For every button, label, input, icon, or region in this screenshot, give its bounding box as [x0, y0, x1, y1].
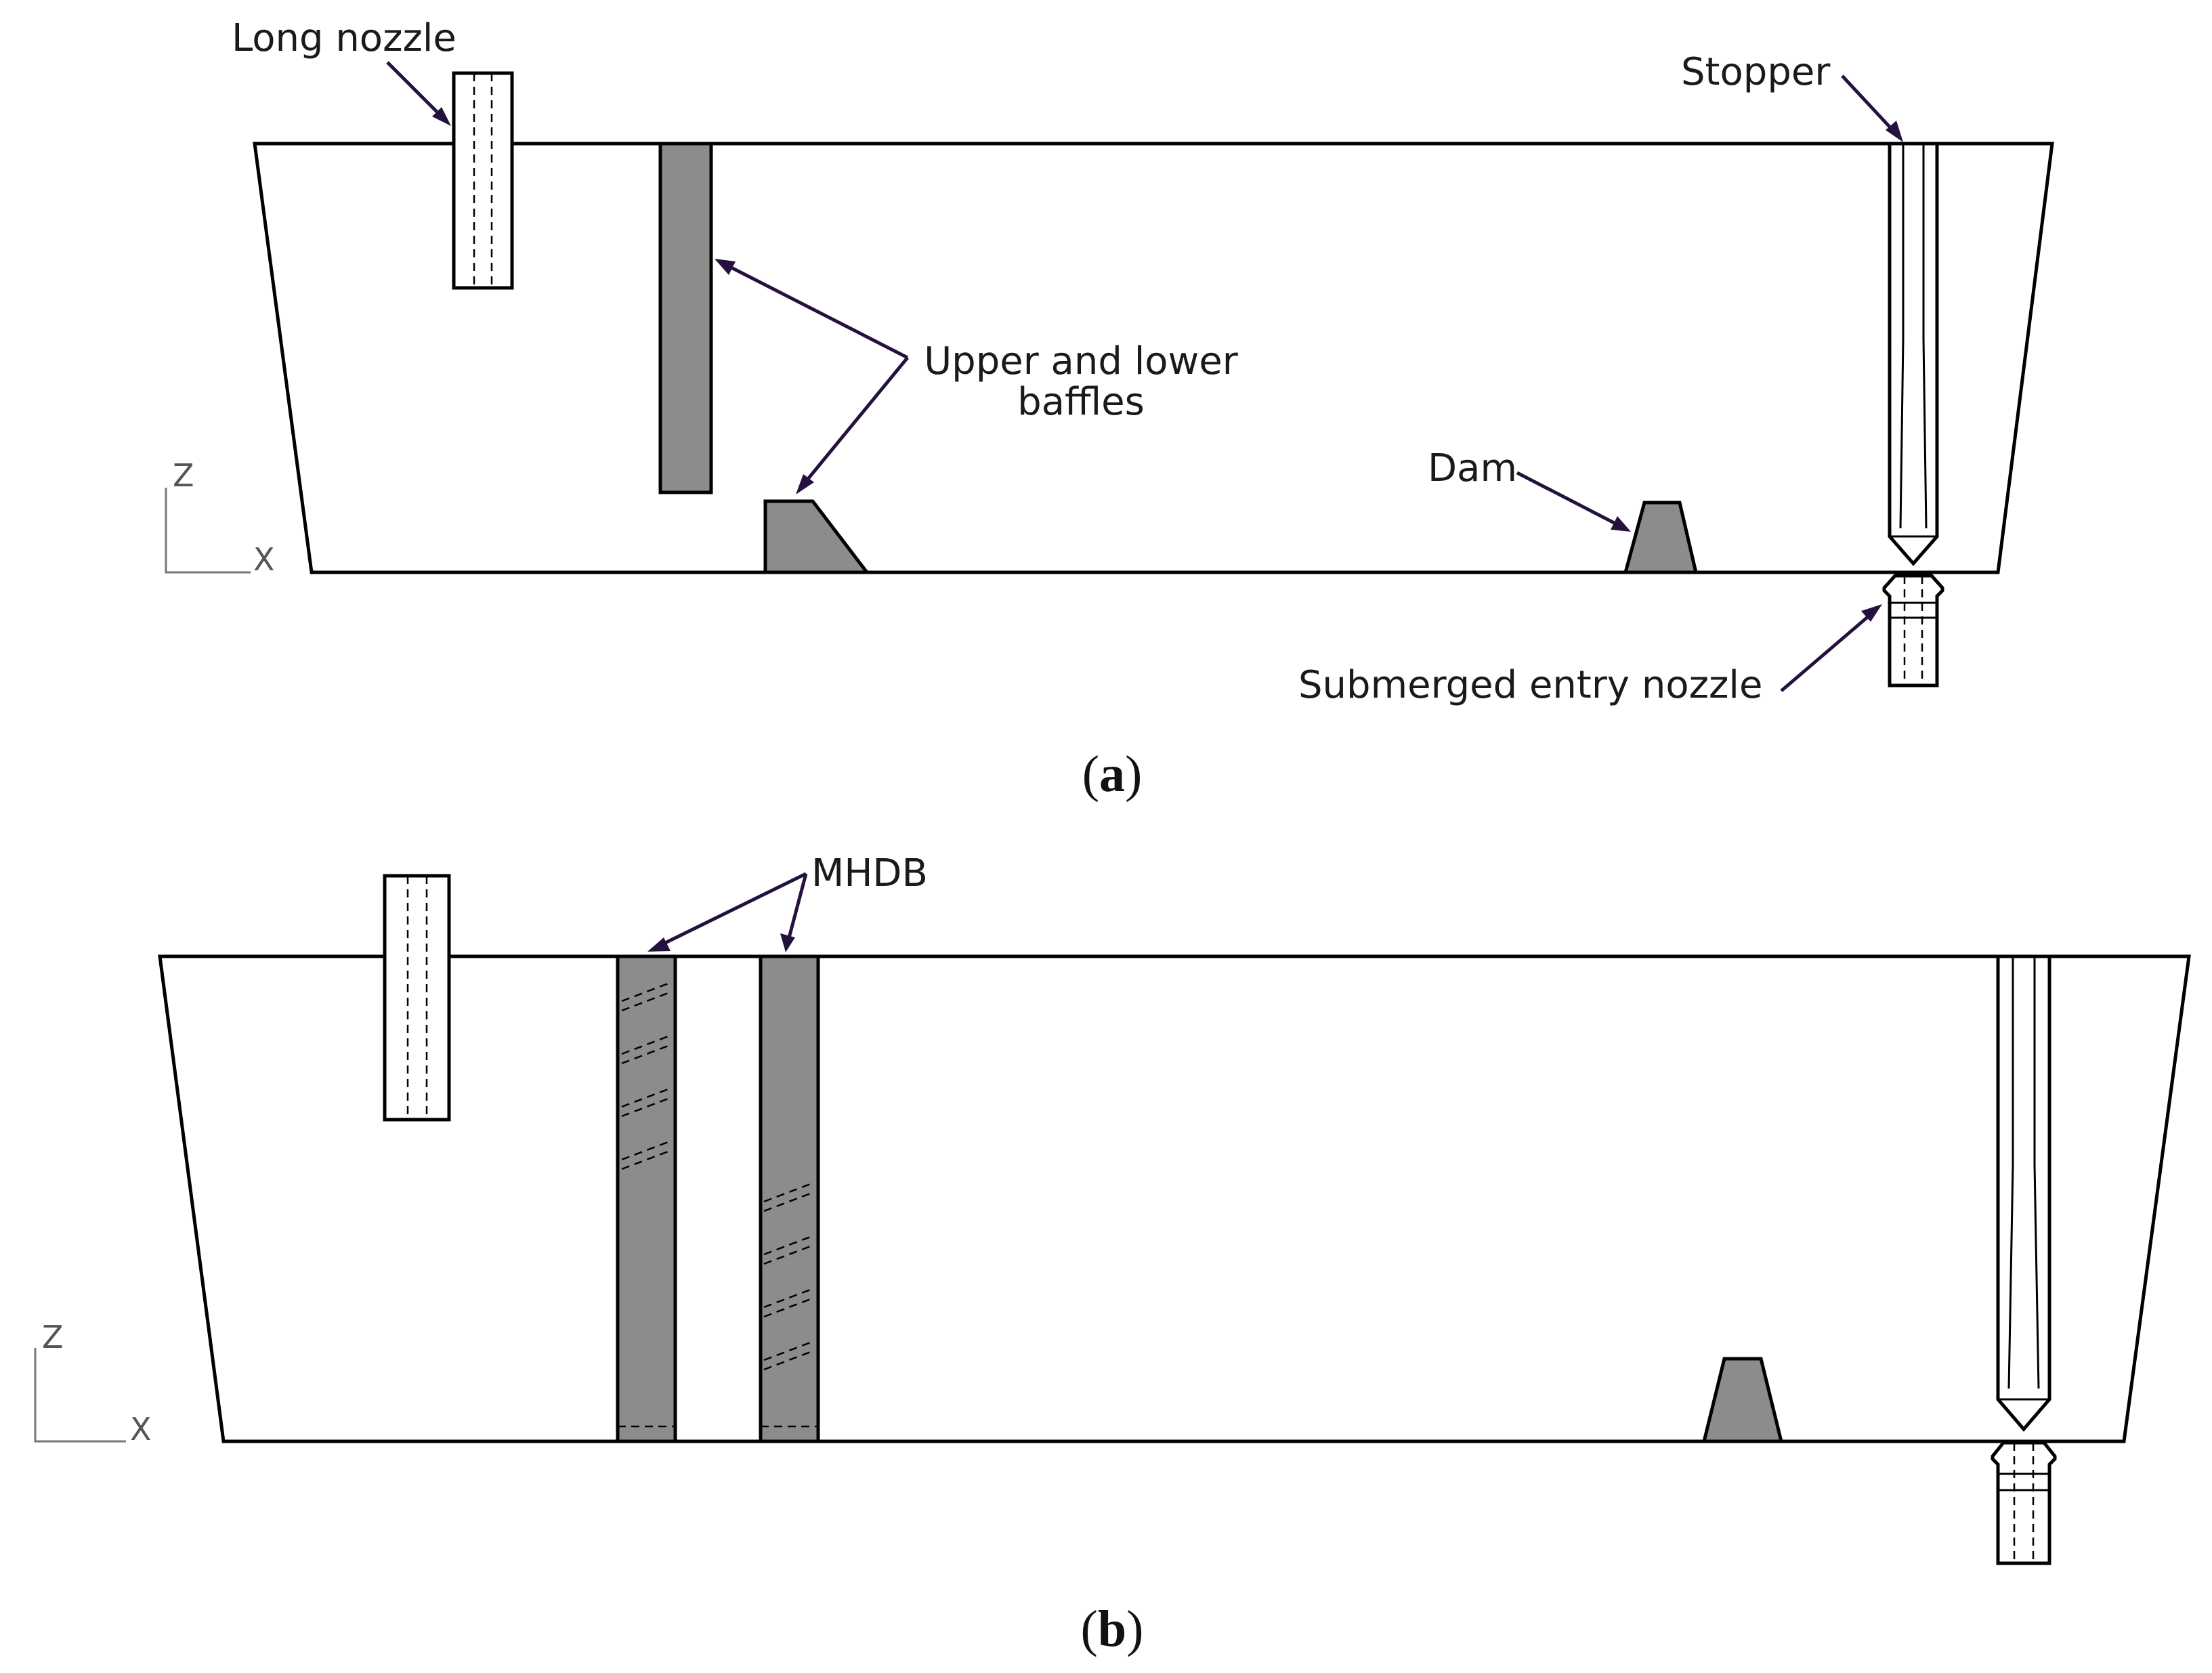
sen-a — [1882, 574, 1944, 687]
label-baffles-line2: baffles — [1017, 380, 1145, 424]
arrow-stopper — [1841, 75, 1903, 142]
long-nozzle-b — [383, 874, 451, 1122]
axis-indicator-b: Z X — [34, 1319, 152, 1447]
label-long-nozzle: Long nozzle — [232, 16, 456, 60]
label-sen: Submerged entry nozzle — [1298, 663, 1762, 707]
label-mhdb: MHDB — [811, 851, 928, 895]
sen-b — [1991, 1441, 2057, 1565]
label-stopper: Stopper — [1681, 50, 1831, 94]
caption-b: (b) — [1081, 1601, 1144, 1657]
dam-a — [1623, 501, 1699, 574]
panel-a: Z X Long nozzle Stopper Upper and lower … — [165, 16, 2054, 803]
axis-indicator-a: Z X — [165, 457, 275, 578]
tundish-outline-b — [158, 954, 2191, 1443]
axis-x-label: X — [253, 541, 275, 578]
stopper-a — [1888, 142, 1939, 566]
mhdb-left — [616, 954, 677, 1443]
upper-baffle — [658, 142, 713, 494]
arrows-baffles — [715, 259, 909, 494]
arrow-sen — [1780, 604, 1882, 692]
long-nozzle-a — [452, 71, 514, 290]
arrow-long-nozzle — [386, 61, 451, 126]
stopper-b — [1996, 954, 2051, 1432]
tundish-outline-a — [253, 142, 2054, 574]
caption-a: (a) — [1082, 746, 1143, 803]
axis-z-label: Z — [42, 1319, 64, 1355]
lower-baffle — [763, 499, 871, 574]
label-baffles-line1: Upper and lower — [924, 339, 1239, 383]
dam-b — [1701, 1357, 1784, 1443]
mhdb-right — [759, 954, 820, 1443]
axis-z-label: Z — [173, 457, 194, 494]
label-dam: Dam — [1428, 446, 1517, 490]
axis-x-label: X — [130, 1411, 152, 1447]
panel-b: Z X MHDB (b) — [34, 851, 2191, 1657]
arrow-dam — [1516, 471, 1631, 532]
arrows-mhdb — [647, 872, 808, 952]
